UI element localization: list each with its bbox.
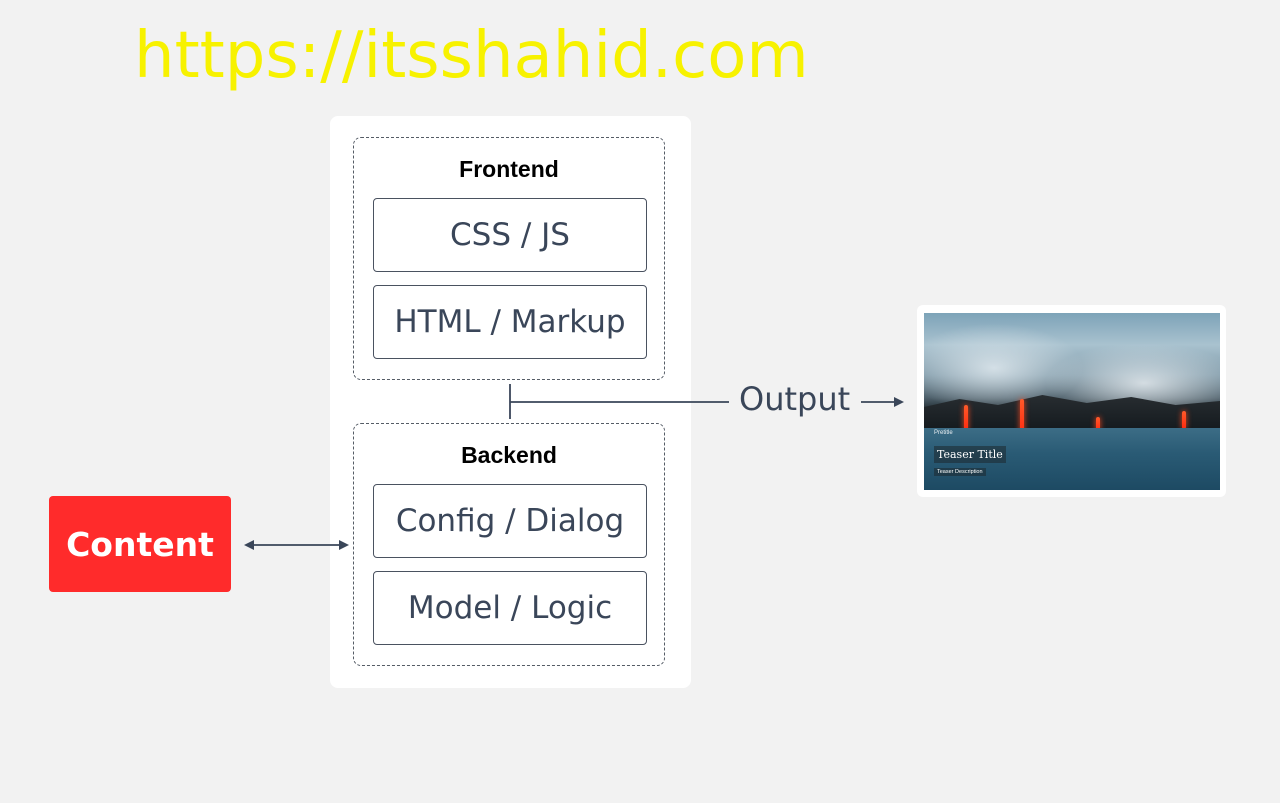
backend-item-model-logic: Model / Logic bbox=[373, 571, 647, 645]
frontend-title: Frontend bbox=[459, 156, 559, 182]
frontend-item-html-markup: HTML / Markup bbox=[373, 285, 647, 359]
teaser-preview-card: Pretitle Teaser Title Teaser Description bbox=[917, 305, 1226, 497]
frontend-item-css-js: CSS / JS bbox=[373, 198, 647, 272]
backend-item-config-dialog: Config / Dialog bbox=[373, 484, 647, 558]
watermark-url: https://itsshahid.com bbox=[134, 19, 809, 93]
teaser-pretitle: Pretitle bbox=[934, 430, 953, 436]
teaser-title: Teaser Title bbox=[934, 446, 1006, 463]
teaser-image: Pretitle Teaser Title Teaser Description bbox=[924, 313, 1220, 490]
output-label: Output bbox=[739, 380, 851, 418]
frontend-group: Frontend bbox=[353, 137, 665, 380]
backend-group: Backend bbox=[353, 423, 665, 666]
teaser-description: Teaser Description bbox=[934, 468, 986, 476]
content-node: Content bbox=[49, 496, 231, 592]
backend-title: Backend bbox=[461, 442, 557, 468]
